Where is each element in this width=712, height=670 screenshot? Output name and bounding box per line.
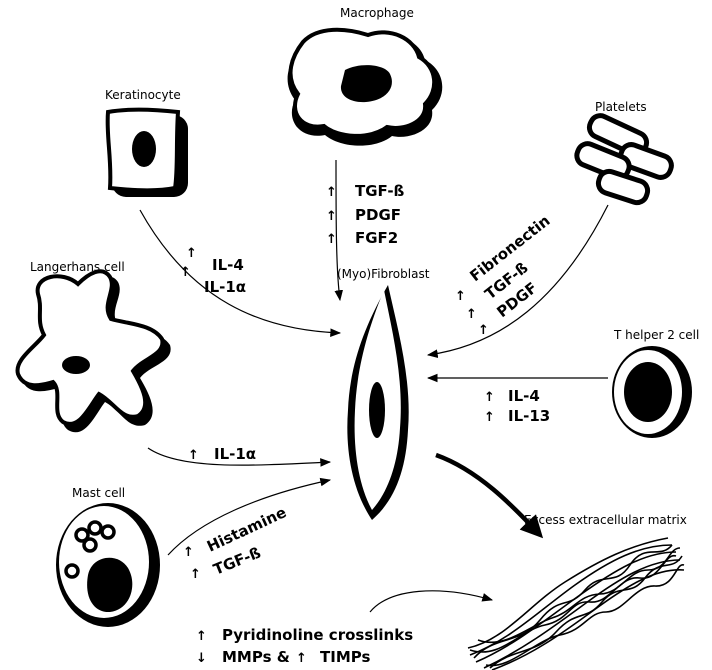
macrophage-label: Macrophage <box>340 6 414 20</box>
up-arrow-icon: ↑ <box>484 390 495 405</box>
up-arrow-icon: ↑ <box>183 545 194 560</box>
factor-il1a: IL-1α <box>204 278 246 296</box>
langerhans-factors: ↑ IL-1α <box>188 445 256 463</box>
mast-cell <box>56 503 160 627</box>
factor-il4: IL-4 <box>212 256 244 274</box>
factor-il13: IL-13 <box>508 407 550 425</box>
myofibroblast-label: (Myo)Fibroblast <box>337 267 430 281</box>
myofibroblast-cell <box>347 285 408 520</box>
up-arrow-icon: ↑ <box>466 307 477 322</box>
macrophage-factors: ↑ TGF-ß ↑ PDGF ↑ FGF2 <box>326 182 405 247</box>
up-arrow-icon: ↑ <box>484 410 495 425</box>
up-arrow-icon: ↑ <box>190 567 201 582</box>
mast-label: Mast cell <box>72 486 125 500</box>
up-arrow-icon: ↑ <box>326 209 337 224</box>
keratinocyte-label: Keratinocyte <box>105 88 181 102</box>
up-arrow-icon: ↑ <box>188 448 199 463</box>
timps-text: TIMPs <box>320 648 370 666</box>
th2-factors: ↑ IL-4 ↑ IL-13 <box>484 387 550 425</box>
factor-tgfb: TGF-ß <box>355 182 405 200</box>
langerhans-cell <box>17 271 170 432</box>
keratinocyte-cell <box>108 110 188 197</box>
keratinocyte-factors: ↑ IL-4 ↑ IL-1α <box>180 246 246 296</box>
factor-il1a: IL-1α <box>214 445 256 463</box>
up-arrow-icon: ↑ <box>455 289 466 304</box>
pyridinoline-crosslinks-text: Pyridinoline crosslinks <box>222 626 413 644</box>
factor-pdgf: PDGF <box>355 206 401 224</box>
langerhans-label: Langerhans cell <box>30 260 125 274</box>
factor-fgf2: FGF2 <box>355 229 398 247</box>
ecm-label: Excess extracellular matrix <box>524 513 687 527</box>
arrow-crosslinks-to-matrix <box>370 591 492 612</box>
up-arrow-icon: ↑ <box>478 323 489 338</box>
factor-il4: IL-4 <box>508 387 540 405</box>
platelets-factors: ↑ Fibronectin ↑ TGF-ß ↑ PDGF <box>455 212 554 338</box>
up-arrow-icon: ↑ <box>296 651 307 666</box>
up-arrow-icon: ↑ <box>326 185 337 200</box>
th2-label: T helper 2 cell <box>613 328 699 342</box>
bottom-notes: ↑ Pyridinoline crosslinks ↓ MMPs & ↑ TIM… <box>196 626 413 666</box>
macrophage-cell <box>288 30 443 146</box>
down-arrow-icon: ↓ <box>196 651 207 666</box>
mast-factors: ↑ Histamine ↑ TGF-ß <box>183 503 289 582</box>
th2-cell <box>612 346 692 438</box>
platelets-cell <box>574 112 674 205</box>
extracellular-matrix <box>468 538 684 670</box>
up-arrow-icon: ↑ <box>180 265 191 280</box>
up-arrow-icon: ↑ <box>196 629 207 644</box>
up-arrow-icon: ↑ <box>186 246 197 261</box>
mmps-text: MMPs & <box>222 648 290 666</box>
platelets-label: Platelets <box>595 100 647 114</box>
up-arrow-icon: ↑ <box>326 232 337 247</box>
